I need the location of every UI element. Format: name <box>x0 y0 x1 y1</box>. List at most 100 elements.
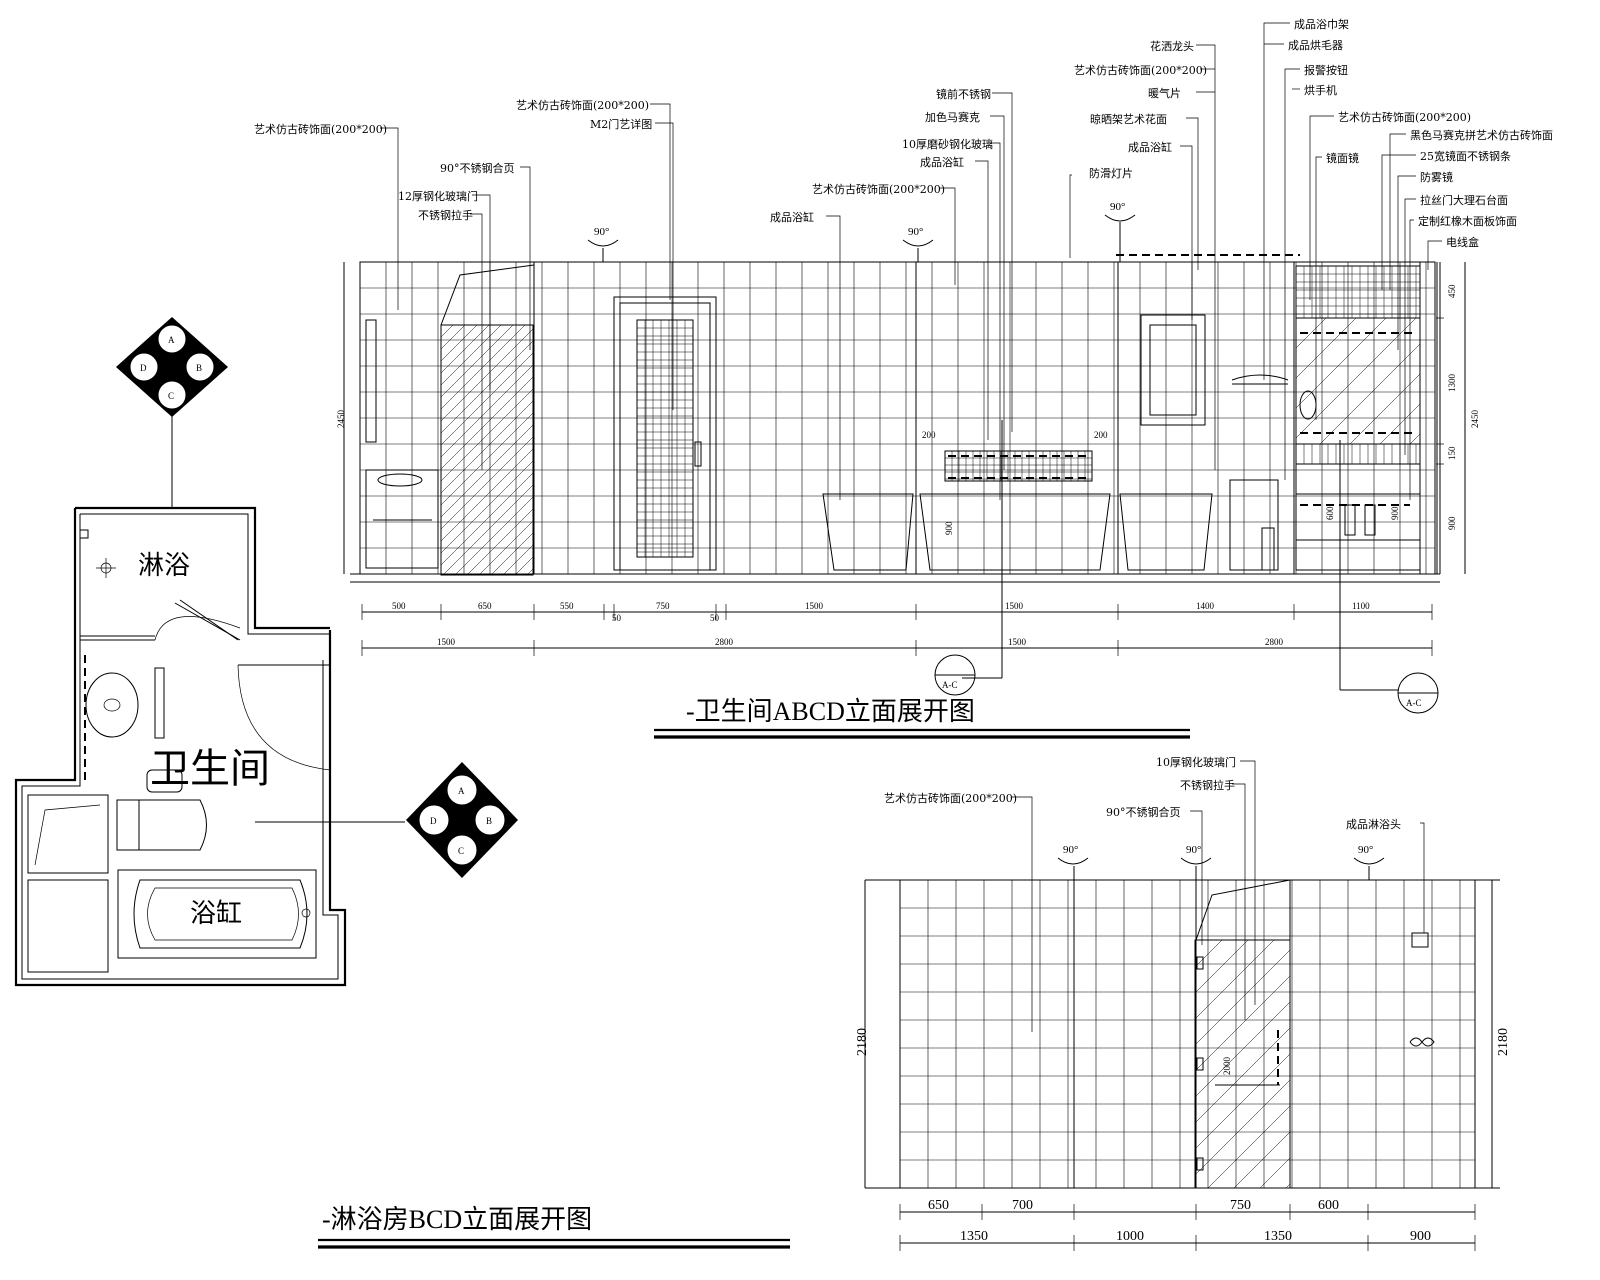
index-letter-d: D <box>140 363 147 373</box>
dim-row2-2: 1350 <box>1264 1229 1292 1244</box>
dim-row2-1: 1000 <box>1116 1229 1144 1244</box>
index-marker-plan-right: A B C D <box>406 762 518 878</box>
annotation: 艺术仿古砖饰面(200*200) <box>516 98 649 112</box>
vdim-150: 150 <box>1447 446 1457 460</box>
annotation: 90°不锈钢合页 <box>440 161 515 175</box>
svg-text:90°: 90° <box>1186 844 1201 856</box>
dim-row1-7: 1500 <box>1005 601 1024 611</box>
dim-row1-5: 50 <box>710 613 720 623</box>
angle-marker: 90° <box>1180 844 1212 880</box>
dim-row1-8: 1400 <box>1196 601 1215 611</box>
small-dim: 900 <box>1390 506 1400 520</box>
index-letter-c: C <box>168 391 174 401</box>
height-label-right: 2180 <box>1496 1028 1511 1056</box>
dim-row2-3: 2800 <box>1265 637 1284 647</box>
annotation: 报警按钮 <box>1304 63 1348 77</box>
dim-row1-2: 750 <box>1230 1198 1251 1213</box>
dim-row1-1: 650 <box>478 601 492 611</box>
dim-row1-3: 600 <box>1318 1198 1339 1213</box>
annotation: 25宽镜面不锈钢条 <box>1420 149 1511 163</box>
index-marker-plan-top: A B C D <box>116 317 228 417</box>
annotation: 艺术仿古砖饰面(200*200) <box>812 182 945 196</box>
small-dim: 600 <box>1325 506 1335 520</box>
annotation: 成品浴缸 <box>920 155 964 169</box>
annotations: 艺术仿古砖饰面(200*200) 90°不锈钢合页 12厚钢化玻璃门 不锈钢拉手… <box>254 17 1553 500</box>
dim-row1-4: 750 <box>656 601 670 611</box>
angle-marker: 90° <box>1104 201 1136 262</box>
dim-row1-2: 550 <box>560 601 574 611</box>
index-letter-c: C <box>458 846 464 856</box>
annotation: 成品浴缸 <box>1128 140 1172 154</box>
annotation: 晾晒架艺术花面 <box>1090 112 1167 126</box>
dim-row1-0: 500 <box>392 601 406 611</box>
vdim-1300: 1300 <box>1447 374 1457 393</box>
annotation: 不锈钢拉手 <box>1180 778 1235 792</box>
dim-row2-2: 1500 <box>1008 637 1027 647</box>
section-label: A-C <box>942 680 958 690</box>
annotation: 90°不锈钢合页 <box>1106 805 1181 819</box>
index-letter-d: D <box>430 816 437 826</box>
index-letter-a: A <box>168 335 175 345</box>
dim-row1-0: 650 <box>928 1198 949 1213</box>
height-label-right: 2450 <box>1470 410 1480 429</box>
svg-text:90°: 90° <box>1063 844 1078 856</box>
dim-row1-1: 700 <box>1012 1198 1033 1213</box>
annotation: 防滑灯片 <box>1089 166 1133 180</box>
annotation: 加色马赛克 <box>925 110 980 124</box>
tile-grid <box>899 879 1475 1189</box>
small-dim: 900 <box>944 521 954 535</box>
annotation: 艺术仿古砖饰面(200*200) <box>1338 110 1471 124</box>
annotation: 10厚钢化玻璃门 <box>1156 755 1236 769</box>
dim-row1-6: 1500 <box>805 601 824 611</box>
annotation: 镜前不锈钢 <box>936 87 991 101</box>
annotation: 不锈钢拉手 <box>418 208 473 222</box>
dim-row2-0: 1500 <box>437 637 456 647</box>
height-label-left: 2450 <box>336 410 346 429</box>
index-letter-b: B <box>196 363 202 373</box>
annotation: 成品浴巾架 <box>1294 17 1349 31</box>
small-dim: 200 <box>922 430 936 440</box>
annotation: 暖气片 <box>1148 86 1181 100</box>
elevation-abcd-title: -卫生间ABCD立面展开图 <box>686 697 975 726</box>
dim-row1-3: 50 <box>612 613 622 623</box>
room-label-bathtub: 浴缸 <box>190 899 242 929</box>
tile-grid <box>359 261 1435 575</box>
glass-hatch <box>1195 939 1291 1189</box>
annotation: 12厚钢化玻璃门 <box>398 189 478 203</box>
index-letter-b: B <box>486 816 492 826</box>
angle-marker: 90° <box>1057 844 1089 880</box>
section-label: A-C <box>1406 698 1422 708</box>
small-dim: 200 <box>1094 430 1108 440</box>
annotation: 烘手机 <box>1304 83 1337 97</box>
mirror-hatch <box>1295 317 1421 445</box>
annotation: 艺术仿古砖饰面(200*200) <box>254 122 387 136</box>
dim-row2-1: 2800 <box>715 637 734 647</box>
annotation: 镜面镜 <box>1326 151 1359 165</box>
svg-text:90°: 90° <box>1110 201 1125 213</box>
angle-marker: 90° <box>587 226 619 262</box>
floor-plan: 淋浴 卫生间 浴缸 <box>14 410 405 987</box>
annotation: 防雾镜 <box>1420 170 1453 184</box>
annotation: M2门艺详图 <box>590 117 652 131</box>
elevation-bcd-title: -淋浴房BCD立面展开图 <box>322 1205 592 1234</box>
angle-marker: 90° <box>1353 844 1385 880</box>
annotation: 花洒龙头 <box>1150 40 1194 53</box>
room-label-bathroom: 卫生间 <box>150 746 270 792</box>
annotation: 黑色马赛克拼艺术仿古砖饰面 <box>1410 128 1553 142</box>
annotation: 成品淋浴头 <box>1346 818 1401 831</box>
height-label-left: 2180 <box>855 1028 870 1056</box>
elevation-bcd: 2000 2180 2180 90° 90° 90° 艺术仿古砖饰面(200*2… <box>318 755 1511 1251</box>
annotation: 电线盒 <box>1446 235 1479 249</box>
annotation: 定制红橡木面板饰面 <box>1418 214 1517 228</box>
room-label-shower: 淋浴 <box>138 551 190 581</box>
angle-marker: 90° <box>902 226 934 262</box>
annotation: 拉丝门大理石台面 <box>1420 193 1508 207</box>
annotation: 成品烘毛器 <box>1288 38 1343 52</box>
door-lattice <box>636 319 694 557</box>
annotation: 10厚磨砂钢化玻璃 <box>902 137 993 151</box>
annotation: 艺术仿古砖饰面(200*200) <box>1074 63 1207 77</box>
mosaic-band <box>1295 265 1420 464</box>
dim-row2-0: 1350 <box>960 1229 988 1244</box>
svg-text:90°: 90° <box>908 226 923 238</box>
